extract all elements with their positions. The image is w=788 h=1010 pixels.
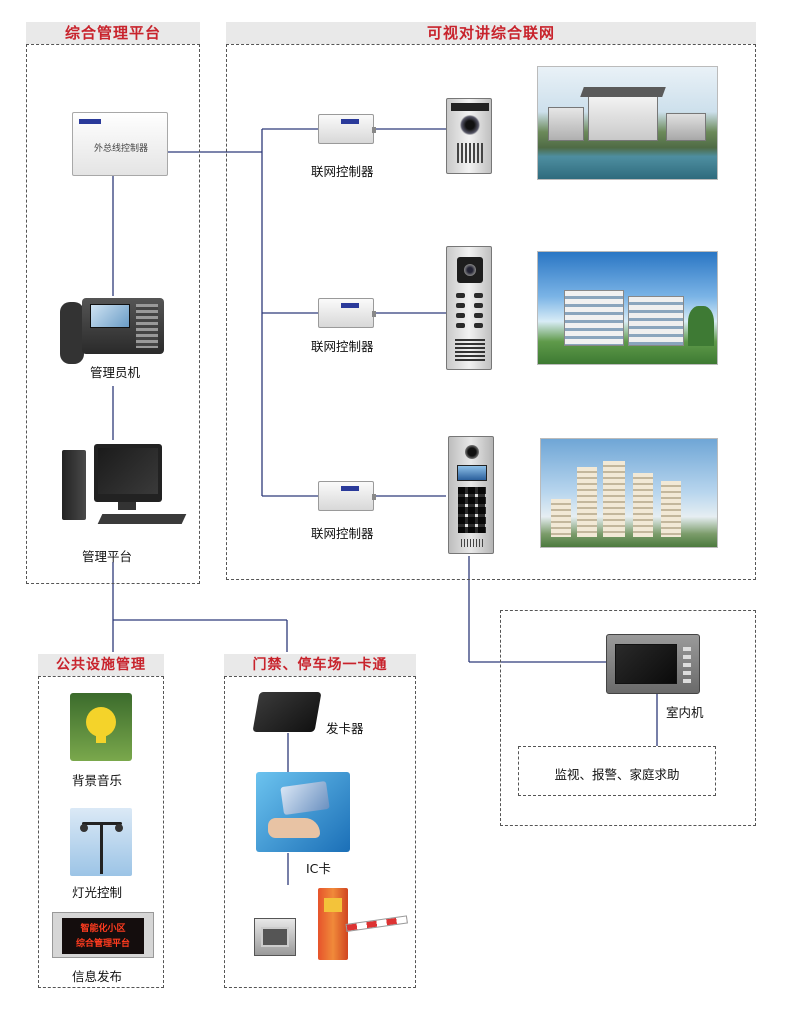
info-release-label: 信息发布 <box>72 969 123 984</box>
door-station-midrise <box>446 246 492 370</box>
phone-screen <box>90 304 130 328</box>
card-reader-device <box>254 918 296 956</box>
ic-card-image <box>256 772 350 852</box>
phone-body <box>82 298 164 354</box>
speaker-grille <box>455 339 485 363</box>
hand-icon <box>268 818 320 838</box>
handset <box>60 302 84 364</box>
door-station-villa <box>446 98 492 174</box>
keypad <box>136 304 158 348</box>
keyboard <box>97 514 187 524</box>
public-panel <box>38 676 164 988</box>
lighting-label: 灯光控制 <box>72 885 123 900</box>
led-line-1: 智能化小区 <box>80 924 126 934</box>
card-issuer-label: 发卡器 <box>326 721 364 736</box>
management-header: 综合管理平台 <box>26 22 200 44</box>
indoor-screen <box>615 644 677 684</box>
admin-phone-device <box>56 296 168 372</box>
lighting-image <box>70 808 132 876</box>
indoor-panel <box>500 610 756 826</box>
midrise-photo <box>537 251 718 365</box>
network-controller-3-label: 联网控制器 <box>311 526 374 541</box>
door-station-highrise <box>448 436 494 554</box>
indoor-monitor-device <box>606 634 700 694</box>
indoor-unit-label: 室内机 <box>666 705 704 720</box>
public-header: 公共设施管理 <box>38 654 164 676</box>
display-screen <box>457 465 487 481</box>
camera-icon <box>464 264 476 276</box>
highrise-photo <box>540 438 718 548</box>
access-panel <box>224 676 416 988</box>
card-issuer-device <box>252 692 322 732</box>
parking-barrier-post <box>318 888 348 960</box>
villa-photo <box>537 66 718 180</box>
network-controller-2 <box>318 298 376 328</box>
network-controller-2-label: 联网控制器 <box>311 339 374 354</box>
admin-phone-label: 管理员机 <box>90 365 141 380</box>
monitor <box>94 444 162 502</box>
keypad <box>458 487 486 533</box>
bus-controller-device: 外总线控制器 <box>72 112 168 176</box>
indoor-features-box <box>518 746 716 796</box>
camera-icon <box>465 445 479 459</box>
brand-logo <box>79 119 101 124</box>
bus-controller-label: 外总线控制器 <box>93 144 148 154</box>
management-panel <box>26 44 200 584</box>
access-header: 门禁、停车场一卡通 <box>224 654 416 676</box>
pc-tower <box>62 450 86 520</box>
indoor-features-label: 监视、报警、家庭求助 <box>554 767 680 782</box>
network-controller-1-label: 联网控制器 <box>311 164 374 179</box>
platform-label: 管理平台 <box>82 549 133 564</box>
intercom-panel <box>226 44 756 580</box>
network-controller-3 <box>318 481 376 511</box>
ic-card-label: IC卡 <box>306 861 331 876</box>
speaker-grille <box>457 143 483 163</box>
led-line-2: 综合管理平台 <box>75 939 130 949</box>
camera-icon <box>460 115 480 135</box>
network-controller-1 <box>318 114 376 144</box>
bg-music-image <box>70 693 132 761</box>
intercom-header: 可视对讲综合联网 <box>226 22 756 44</box>
computer-device <box>60 440 190 536</box>
bg-music-label: 背景音乐 <box>72 773 123 788</box>
led-board: 智能化小区 综合管理平台 <box>52 912 154 958</box>
